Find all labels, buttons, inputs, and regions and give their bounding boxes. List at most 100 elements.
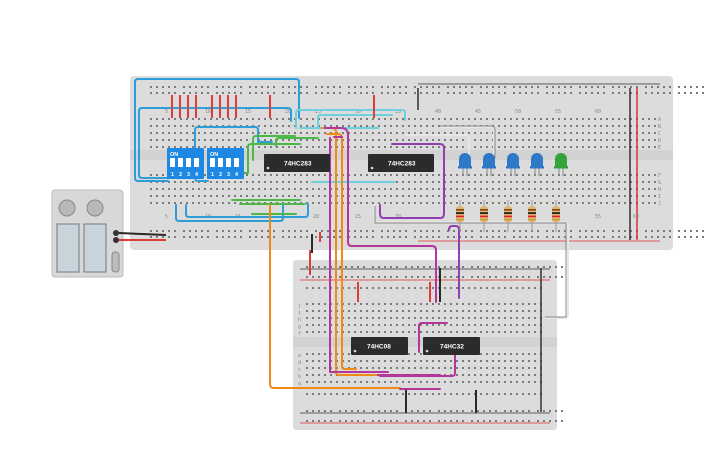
- dip-toggle[interactable]: [170, 158, 175, 167]
- battery-pack[interactable]: [51, 189, 124, 278]
- led-blue[interactable]: [506, 153, 520, 176]
- battery-cell: [83, 223, 107, 273]
- dip-on-label: ON: [170, 152, 178, 158]
- wire-blue[interactable]: [194, 126, 273, 182]
- row-label: I: [658, 194, 661, 200]
- resistor-row: [456, 200, 560, 232]
- wire-white-outline: [374, 206, 567, 318]
- row-label: b: [298, 374, 301, 380]
- chip-pin1-dot: [266, 166, 270, 170]
- dip-switch-left[interactable]: ON 1 2 3 4: [167, 148, 204, 179]
- battery-terminal: [58, 199, 76, 217]
- dip-toggle[interactable]: [186, 158, 191, 167]
- wire-blue[interactable]: [134, 78, 300, 182]
- chip-74hc32[interactable]: 74HC32: [423, 337, 480, 355]
- col-label: 5: [165, 109, 168, 115]
- chip-pin1-dot: [425, 349, 429, 353]
- battery-connector: [113, 237, 119, 243]
- wire-purple[interactable]: [379, 143, 445, 219]
- resistor[interactable]: [480, 200, 488, 232]
- row-label: d: [298, 360, 301, 366]
- col-label: 15: [245, 109, 251, 115]
- col-label: 25: [315, 109, 321, 115]
- led-blue[interactable]: [458, 153, 472, 176]
- battery-terminal: [86, 199, 104, 217]
- chip-label: 74HC32: [440, 344, 464, 351]
- wire-purple[interactable]: [448, 225, 460, 299]
- col-label: 35: [395, 109, 401, 115]
- wire-green[interactable]: [275, 137, 319, 147]
- row-label: f: [298, 331, 301, 337]
- battery-connector: [113, 230, 119, 236]
- row-label: j: [298, 303, 301, 309]
- col-label: 10: [205, 109, 211, 115]
- dip-pos-label: 1: [171, 172, 174, 178]
- wire-cyan[interactable]: [295, 109, 406, 129]
- wire-magenta[interactable]: [329, 137, 389, 373]
- dip-toggle[interactable]: [194, 158, 199, 167]
- dip-toggle[interactable]: [178, 158, 183, 167]
- red-jumpers[interactable]: [171, 95, 431, 302]
- led-blue[interactable]: [482, 153, 496, 176]
- col-label: 55: [555, 109, 561, 115]
- resistor[interactable]: [456, 200, 464, 232]
- row-label: e: [298, 353, 301, 359]
- wire-magenta[interactable]: [324, 127, 437, 303]
- col-label: 20: [313, 214, 319, 220]
- wire-blue[interactable]: [138, 107, 292, 179]
- col-label: 60: [595, 109, 601, 115]
- wire-black[interactable]: [118, 232, 167, 236]
- wire-magenta[interactable]: [379, 352, 456, 377]
- wire-blue[interactable]: [185, 203, 309, 218]
- row-label: B: [658, 124, 661, 130]
- chip-74hc283-a[interactable]: 74HC283: [264, 154, 330, 172]
- row-label: H: [658, 187, 661, 193]
- row-label: a: [298, 381, 301, 387]
- row-label: D: [658, 138, 661, 144]
- dip-toggle[interactable]: [234, 158, 239, 167]
- resistor[interactable]: [528, 200, 536, 232]
- dip-toggle[interactable]: [226, 158, 231, 167]
- lower-breadboard-holes: [306, 266, 563, 422]
- battery-cell: [56, 223, 80, 273]
- dip-pos-label: 3: [187, 172, 190, 178]
- battery-switch[interactable]: [111, 251, 120, 273]
- dip-toggle[interactable]: [218, 158, 223, 167]
- wire-blue[interactable]: [175, 203, 284, 222]
- row-label: A: [658, 117, 661, 123]
- col-label: 50: [515, 109, 521, 115]
- wire-orange[interactable]: [326, 133, 357, 370]
- wire-green[interactable]: [252, 135, 296, 161]
- dip-pos-label: 4: [195, 172, 199, 178]
- chip-74hc283-b[interactable]: 74HC283: [368, 154, 434, 172]
- wire-magenta[interactable]: [418, 322, 448, 353]
- chip-label: 74HC283: [284, 161, 312, 168]
- resistor[interactable]: [504, 200, 512, 232]
- chip-pin1-dot: [353, 349, 357, 353]
- wire-cyan[interactable]: [317, 114, 393, 129]
- dip-toggle[interactable]: [210, 158, 215, 167]
- wire-orange[interactable]: [269, 204, 401, 389]
- dip-pos-label: 1: [211, 172, 214, 178]
- chip-label: 74HC283: [388, 161, 416, 168]
- led-blue[interactable]: [530, 153, 544, 176]
- resistor[interactable]: [552, 200, 560, 232]
- row-label: C: [658, 131, 661, 137]
- dip-switch-right[interactable]: ON 1 2 3 4: [207, 148, 244, 179]
- row-label: J: [658, 201, 661, 207]
- wire-white[interactable]: [405, 134, 470, 158]
- row-label: h: [298, 317, 301, 323]
- dip-pos-label: 2: [179, 172, 182, 178]
- wire-green[interactable]: [243, 143, 301, 174]
- dip-pos-label: 4: [235, 172, 239, 178]
- col-label: 25: [355, 214, 361, 220]
- led-green[interactable]: [554, 153, 568, 176]
- black-jumpers[interactable]: [311, 234, 477, 413]
- wire-white[interactable]: [440, 126, 495, 158]
- col-label: 40: [435, 109, 441, 115]
- col-label: 20: [285, 109, 291, 115]
- dip-on-label: ON: [210, 152, 218, 158]
- row-label: E: [658, 145, 661, 151]
- chip-74hc08[interactable]: 74HC08: [351, 337, 408, 355]
